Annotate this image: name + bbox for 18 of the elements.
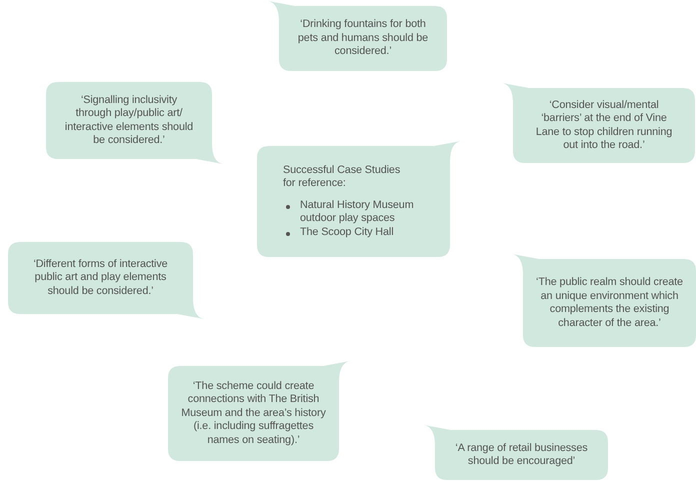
- speech-bubble: [424, 424, 608, 480]
- quote-text: ‘Signalling inclusivity through play/public art/ interactive elements should be considered.’: [64, 94, 194, 148]
- speech-bubble: [502, 82, 695, 163]
- quote-text: ‘Consider visual/mental ‘barriers’ at the end of Vine Lane to stop children running out into the road.’: [535, 98, 673, 152]
- speech-bubble: [8, 242, 204, 320]
- speech-bubble: [268, 0, 447, 71]
- speech-bubble: [46, 82, 223, 165]
- speech-bubble: [168, 360, 350, 461]
- list-item-text: Natural History Museum outdoor play spaces: [300, 198, 414, 224]
- quote-text: ‘Different forms of interactive public art and play elements should be considered.’: [32, 258, 169, 298]
- quote-text: ‘The scheme could create connections with The British Museum and the area’s history (i.e. including suffragettes names on seating).’: [180, 380, 327, 448]
- quote-text: ‘Drinking fountains for both pets and humans should be considered.’: [296, 18, 430, 59]
- speech-bubble: [512, 253, 696, 347]
- heading-text: Successful Case Studies for reference:: [283, 164, 402, 191]
- list-item-text: The Scoop City Hall: [300, 226, 394, 238]
- quote-text: ‘A range of retail businesses should be encouraged’: [454, 442, 589, 468]
- quote-text: ‘The public realm should create an unique environment which complements the existing character of the area.’: [535, 276, 684, 330]
- speech-bubble: [257, 140, 461, 257]
